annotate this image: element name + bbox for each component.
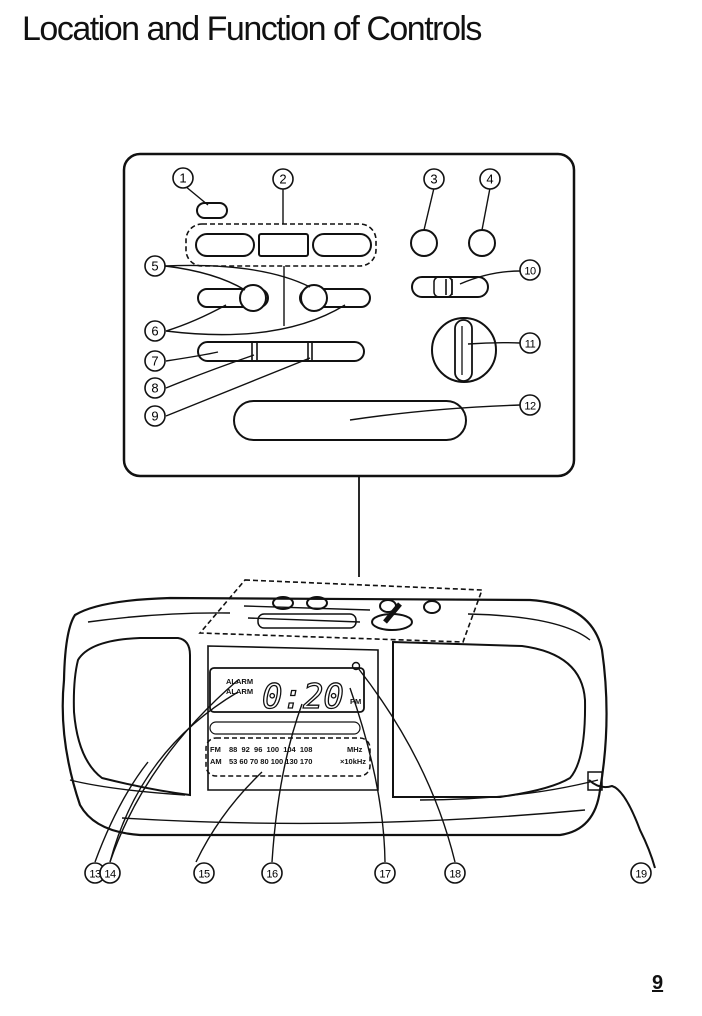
callout-number: 18 [449,869,461,881]
callout-2: 2 [273,169,293,189]
callout-number: 4 [486,172,493,187]
fm-label: FM [210,745,221,754]
am-label: AM [210,757,222,766]
control-5-knob-right [301,285,327,311]
control-2-button-b [259,234,308,256]
callout-1: 1 [173,168,193,188]
fm-unit: MHz [347,745,363,754]
control-2-button-a [196,234,254,256]
control-4-knob [469,230,495,256]
callout-number: 3 [430,172,437,187]
pm-label: PM [350,697,361,706]
alarm-label-1: ALARM [226,677,253,686]
am-unit: ×10kHz [340,757,366,766]
callout-19: 19 [631,863,651,883]
clock-time: 0:20 [262,677,344,717]
callout-18: 18 [445,863,465,883]
callout-number: 5 [151,259,158,274]
callout-number: 15 [198,869,210,881]
callout-number: 17 [379,869,391,881]
callout-number: 1 [179,171,186,186]
control-2-button-c [313,234,371,256]
callout-10: 10 [520,260,540,280]
fm-values: 88 92 96 100 104 108 [229,745,312,754]
callout-15: 15 [194,863,214,883]
callout-4: 4 [480,169,500,189]
am-values: 53 60 70 80 100 130 170 [229,757,312,766]
control-panel-detail [124,154,574,476]
callout-16: 16 [262,863,282,883]
callout-number: 10 [524,266,536,278]
callout-number: 19 [635,869,647,881]
device-top-dashed-outline [200,580,482,642]
alarm-label-2: ALARM [226,687,253,696]
control-3-knob [411,230,437,256]
callout-number: 12 [524,401,536,413]
callout-number: 9 [151,409,158,424]
callout-number: 13 [89,869,101,881]
control-2-group-outline [186,224,376,266]
callout-14: 14 [100,863,120,883]
callout-number: 7 [151,354,158,369]
control-12-slot [234,401,466,440]
callout-3: 3 [424,169,444,189]
callout-6: 6 [145,321,165,341]
callout-5: 5 [145,256,165,276]
control-10-switch [412,277,488,297]
callout-7: 7 [145,351,165,371]
left-speaker [74,638,190,795]
callout-11: 11 [520,333,540,353]
callout-12: 12 [520,395,540,415]
control-1-button [197,203,227,218]
callout-number: 16 [266,869,278,881]
callout-8: 8 [145,378,165,398]
callout-17: 17 [375,863,395,883]
right-speaker [393,642,585,797]
control-11-dial [432,318,496,382]
callout-number: 11 [525,339,536,351]
callout-number: 8 [151,381,158,396]
callout-number: 14 [104,869,116,881]
callout-9: 9 [145,406,165,426]
callout-number: 2 [279,172,286,187]
callout-number: 6 [151,324,158,339]
control-7-slider [198,342,364,361]
page-number: 9 [652,972,663,995]
